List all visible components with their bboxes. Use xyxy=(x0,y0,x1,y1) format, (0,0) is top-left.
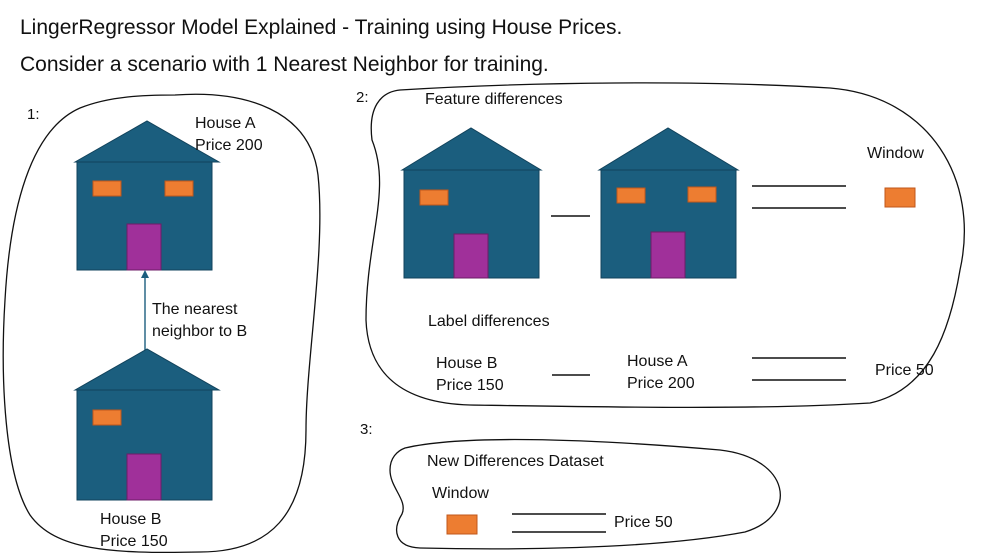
step3-number: 3: xyxy=(360,421,373,438)
house-a xyxy=(73,120,221,271)
house-b-roof xyxy=(73,348,221,391)
house-b xyxy=(73,348,221,501)
step3-blob-outline xyxy=(389,438,781,550)
step2-house-a xyxy=(597,127,740,279)
step1-number: 1: xyxy=(27,106,40,123)
step2-number: 2: xyxy=(356,89,369,106)
house-a-price-label: Price 200 xyxy=(195,137,263,154)
step3-window xyxy=(446,514,478,535)
house-a-name-label: House A xyxy=(195,115,256,132)
title-line-1: LingerRegressor Model Explained - Traini… xyxy=(20,16,623,39)
label-house-b-name: House B xyxy=(436,355,498,372)
step2-house-b xyxy=(400,127,543,279)
house-a-door xyxy=(126,223,162,271)
step2-house-a-window-right xyxy=(687,186,717,203)
house-b-window xyxy=(92,409,122,426)
step2-house-b-door xyxy=(453,233,489,279)
step1-blob-outline xyxy=(2,93,321,554)
arrow-label-line-2: neighbor to B xyxy=(152,323,248,340)
new-dataset-heading: New Differences Dataset xyxy=(427,453,604,470)
feature-result-window xyxy=(884,187,916,208)
house-b-price-label: Price 150 xyxy=(100,533,168,550)
step2-house-a-door xyxy=(650,231,686,279)
step3-result-price: Price 50 xyxy=(614,514,673,531)
nearest-neighbor-arrowhead xyxy=(141,270,149,278)
label-result-price: Price 50 xyxy=(875,362,934,379)
arrow-label-line-1: The nearest xyxy=(152,301,238,318)
step2-house-b-window xyxy=(419,189,449,206)
step2-house-a-roof xyxy=(597,127,740,171)
label-house-b-price: Price 150 xyxy=(436,377,504,394)
step2-house-b-roof xyxy=(400,127,543,171)
title-line-2: Consider a scenario with 1 Nearest Neigh… xyxy=(20,53,549,76)
label-house-a-name: House A xyxy=(627,353,688,370)
step3-window-label: Window xyxy=(432,485,489,502)
step2-house-a-window-left xyxy=(616,187,646,204)
label-differences-heading: Label differences xyxy=(428,313,550,330)
step2-blob-outline xyxy=(365,82,965,409)
house-a-window-right xyxy=(164,180,194,197)
house-a-window-left xyxy=(92,180,122,197)
feature-window-label: Window xyxy=(867,145,924,162)
house-b-door xyxy=(126,453,162,501)
house-b-name-label: House B xyxy=(100,511,162,528)
label-house-a-price: Price 200 xyxy=(627,375,695,392)
feature-differences-heading: Feature differences xyxy=(425,91,563,108)
